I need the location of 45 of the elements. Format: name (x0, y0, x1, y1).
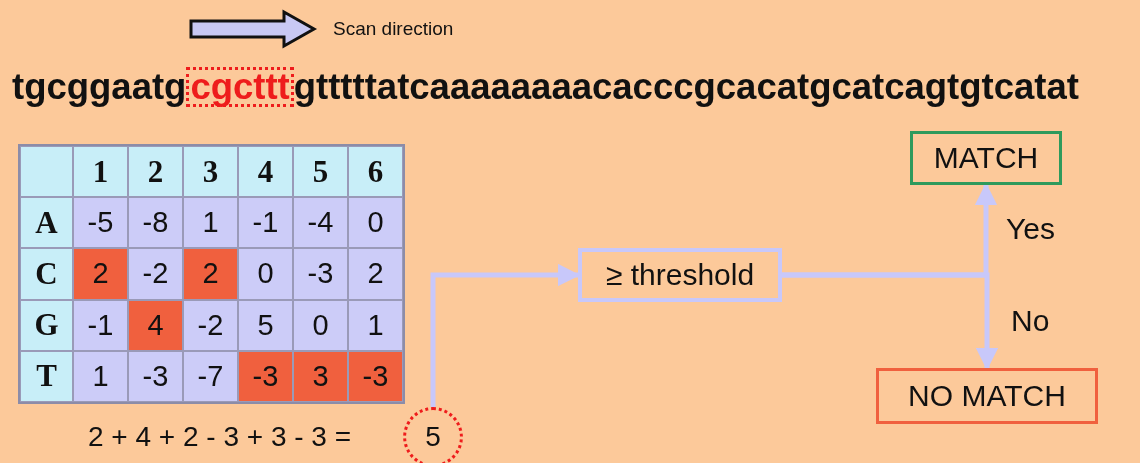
header-cell: A (20, 197, 73, 249)
table-cell: -7 (183, 350, 238, 402)
table-cell: 0 (293, 299, 348, 351)
header-cell: 6 (348, 146, 403, 198)
table-cell: 1 (348, 299, 403, 351)
result-box: MATCH (910, 131, 1062, 185)
table-cell: 2 (183, 248, 238, 300)
table-cell: -3 (128, 350, 183, 402)
result-box: NO MATCH (876, 368, 1098, 424)
table-cell: -8 (128, 197, 183, 249)
table-cell: -4 (293, 197, 348, 249)
header-cell: T (20, 350, 73, 402)
connector-arrow (430, 263, 581, 407)
header-cell: 3 (183, 146, 238, 198)
header-cell: G (20, 299, 73, 351)
header-cell: 4 (238, 146, 293, 198)
highlight-window: cgcttt (186, 67, 294, 107)
header-cell: 2 (128, 146, 183, 198)
table-cell: -5 (73, 197, 128, 249)
result-circle: 5 (403, 407, 463, 463)
header-cell: 1 (73, 146, 128, 198)
decision-box: ≥ threshold (578, 248, 782, 302)
connector-arrow (782, 272, 999, 371)
table-cell: 5 (238, 299, 293, 351)
caption-text: Scan direction (333, 18, 454, 40)
table-cell: 1 (183, 197, 238, 249)
table-cell: 4 (128, 299, 183, 351)
table-cell: 3 (293, 350, 348, 402)
table-cell: 0 (238, 248, 293, 300)
dna-sequence: gtttttatcaaaaaaaacacccgcacatgcatcagtgtcatat (293, 66, 1079, 108)
table-cell: 1 (73, 350, 128, 402)
table-cell: -2 (183, 299, 238, 351)
header-cell: C (20, 248, 73, 300)
table-cell: -3 (348, 350, 403, 402)
dna-sequence: tgcggaatg (12, 66, 187, 108)
header-cell: 5 (293, 146, 348, 198)
table-cell: 2 (348, 248, 403, 300)
equation-text: 2 + 4 + 2 - 3 + 3 - 3 = (88, 421, 352, 453)
table-cell: -2 (128, 248, 183, 300)
table-cell: -3 (238, 350, 293, 402)
table-cell: 0 (348, 197, 403, 249)
table-cell: -3 (293, 248, 348, 300)
table-cell: -1 (73, 299, 128, 351)
table-cell: 2 (73, 248, 128, 300)
table-cell: -1 (238, 197, 293, 249)
